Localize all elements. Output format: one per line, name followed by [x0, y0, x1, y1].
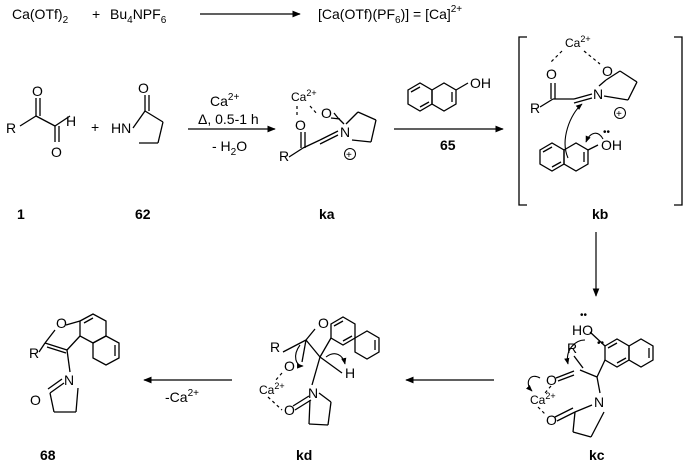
- atom-O: O: [295, 117, 306, 133]
- plus-sign: +: [92, 6, 100, 22]
- condition-byproduct: - H2O: [212, 138, 247, 158]
- condition-temperature-time: Δ, 0.5-1 h: [198, 111, 259, 127]
- atom-O: O: [546, 66, 557, 82]
- curly-arrow-icon: [564, 339, 586, 365]
- catalyst-formation-equation: Ca(OTf)2 + Bu4NPF6 [Ca(OTf)(PF6)] = [Ca]…: [12, 4, 462, 26]
- intermediate-kc-structure: •• HO •• R O N Ca2+ O: [525, 310, 654, 438]
- curly-arrow-icon: [585, 132, 604, 143]
- atom-H: H: [345, 365, 355, 381]
- reagent-65-label: 65: [440, 137, 456, 153]
- condition-catalyst: Ca2+: [210, 92, 239, 109]
- atom-N: N: [593, 86, 603, 102]
- atom-HN: HN: [111, 120, 131, 136]
- atom-R: R: [567, 340, 577, 356]
- atom-R: R: [270, 339, 280, 355]
- intermediate-ka-structure: Ca2+ O O R N +: [279, 88, 377, 164]
- label-compound-1: 1: [17, 206, 25, 222]
- condition-calcium-loss: -Ca2+: [165, 388, 199, 405]
- label-compound-62: 62: [135, 206, 151, 222]
- positive-charge-icon: [344, 148, 356, 160]
- atom-O: O: [32, 83, 43, 99]
- atom-HO: HO: [572, 322, 593, 338]
- bracket-right: [674, 36, 683, 206]
- intermediate-kb-bracket: [518, 36, 683, 206]
- atom-O: O: [30, 392, 41, 408]
- positive-charge-icon: [614, 107, 626, 119]
- reagent-2-naphthol: OH: [407, 75, 491, 112]
- compound-62-structure: O HN: [111, 80, 164, 144]
- intermediate-kd-structure: O R O H Ca2+ O N: [259, 315, 380, 426]
- atom-O: O: [546, 372, 557, 388]
- atom-N: N: [64, 372, 74, 388]
- atom-O: O: [546, 412, 557, 428]
- calcium-ion: Ca2+: [565, 34, 591, 50]
- naphthol-addition-step: OH 65: [394, 75, 504, 153]
- condensation-step: Ca2+ Δ, 0.5-1 h - H2O: [188, 92, 276, 158]
- curly-arrow-icon: [295, 344, 304, 369]
- label-product-68: 68: [40, 447, 56, 463]
- atom-H: H: [66, 113, 76, 129]
- atom-O: O: [318, 315, 329, 331]
- atom-R: R: [29, 345, 39, 361]
- plus-sign: +: [91, 119, 99, 135]
- calcium-ion: Ca2+: [530, 391, 556, 407]
- bracket-left: [518, 36, 527, 206]
- atom-N: N: [340, 124, 350, 140]
- curly-arrow-icon: [325, 353, 347, 365]
- lone-pair-icon: ••: [597, 338, 605, 349]
- atom-O: O: [51, 144, 62, 160]
- compound-1-structure: R O H O: [6, 83, 76, 160]
- label-intermediate-kc: kc: [589, 447, 605, 463]
- atom-N: N: [594, 394, 604, 410]
- product-68-structure: O R N O: [29, 313, 120, 413]
- reagent-caotf2: Ca(OTf)2: [12, 6, 69, 26]
- charge-plus: +: [616, 109, 622, 120]
- curly-arrow-icon: [525, 375, 541, 392]
- atom-OH: OH: [601, 137, 622, 153]
- atom-O: O: [138, 80, 149, 96]
- atom-R: R: [530, 100, 540, 116]
- atom-R: R: [6, 120, 16, 136]
- calcium-ion: Ca2+: [259, 381, 285, 397]
- aromatization-step: -Ca2+: [143, 376, 232, 405]
- atom-O: O: [602, 63, 613, 79]
- label-intermediate-kd: kd: [296, 447, 312, 463]
- charge-plus: +: [346, 150, 352, 161]
- atom-O: O: [284, 402, 295, 418]
- label-intermediate-kb: kb: [592, 206, 608, 222]
- lone-pair-icon: ••: [580, 310, 588, 321]
- atom-N: N: [308, 385, 318, 401]
- catalyst-product: [Ca(OTf)(PF6)] = [Ca]2+: [318, 4, 462, 26]
- reagent-bu4npf6: Bu4NPF6: [110, 6, 167, 26]
- atom-O: O: [321, 105, 332, 121]
- atom-O: O: [56, 315, 67, 331]
- curly-arrow-icon: [564, 103, 583, 159]
- intermediate-kb-structure: Ca2+ O O R N + OH ••: [530, 34, 638, 172]
- atom-OH: OH: [470, 75, 491, 91]
- calcium-ion: Ca2+: [291, 88, 317, 104]
- label-intermediate-ka: ka: [319, 206, 335, 222]
- atom-R: R: [279, 148, 289, 164]
- atom-O: O: [284, 358, 295, 374]
- lone-pair-icon: ••: [603, 127, 611, 138]
